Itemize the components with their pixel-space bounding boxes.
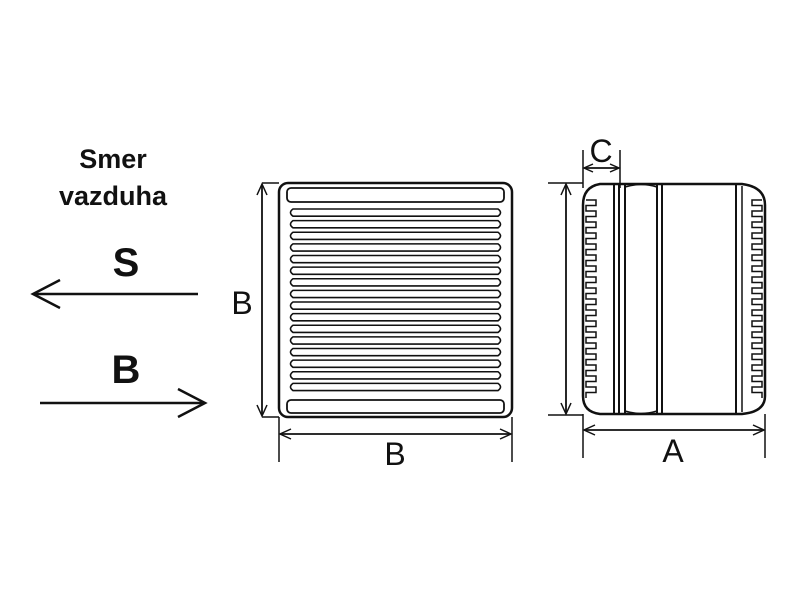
louver-slat [289, 312, 502, 322]
front-view: B B [231, 181, 514, 472]
louver-slat [289, 254, 502, 264]
suction-arrow-icon [30, 278, 198, 310]
blow-letter: B [112, 348, 141, 392]
louver-slat [289, 243, 502, 252]
louver-slat [289, 231, 502, 241]
side-body-outline [581, 182, 767, 416]
side-tooth-strip [585, 199, 597, 398]
airflow-legend: Smer vazduha S B [30, 144, 208, 419]
louver-slat [289, 289, 502, 299]
side-teeth-right [751, 199, 763, 398]
blow-arrow-icon [40, 387, 208, 419]
side-tooth-strip [751, 199, 763, 398]
front-louver-grille [289, 208, 502, 392]
side-view: C A [548, 133, 767, 469]
louver-slat [289, 382, 502, 392]
louver-slat [289, 336, 502, 345]
side-teeth-left [585, 199, 597, 398]
louver-slat [289, 219, 502, 229]
legend-title-line1: Smer [79, 144, 147, 174]
side-depth-dimension: A [582, 414, 766, 469]
front-height-dimension: B [231, 182, 279, 418]
louver-slat [289, 370, 502, 380]
louver-slat [289, 359, 502, 369]
suction-letter: S [113, 241, 140, 285]
front-bottom-bar [286, 399, 505, 414]
front-width-dimension: B [278, 417, 513, 472]
louver-slat [289, 301, 502, 311]
louver-slat [289, 208, 502, 218]
front-frame-outer [277, 181, 514, 419]
side-offset-label: C [589, 133, 612, 169]
side-depth-label: A [662, 433, 684, 469]
front-top-bar [286, 187, 505, 203]
louver-slat [289, 266, 502, 276]
front-height-label: B [231, 285, 252, 321]
side-height-dimension [548, 182, 583, 416]
louver-slat [289, 347, 502, 357]
front-width-label: B [384, 436, 405, 472]
side-offset-dimension: C [582, 133, 621, 188]
louver-slat [289, 324, 502, 334]
legend-title-line2: vazduha [59, 181, 168, 211]
louver-slat [289, 277, 502, 287]
